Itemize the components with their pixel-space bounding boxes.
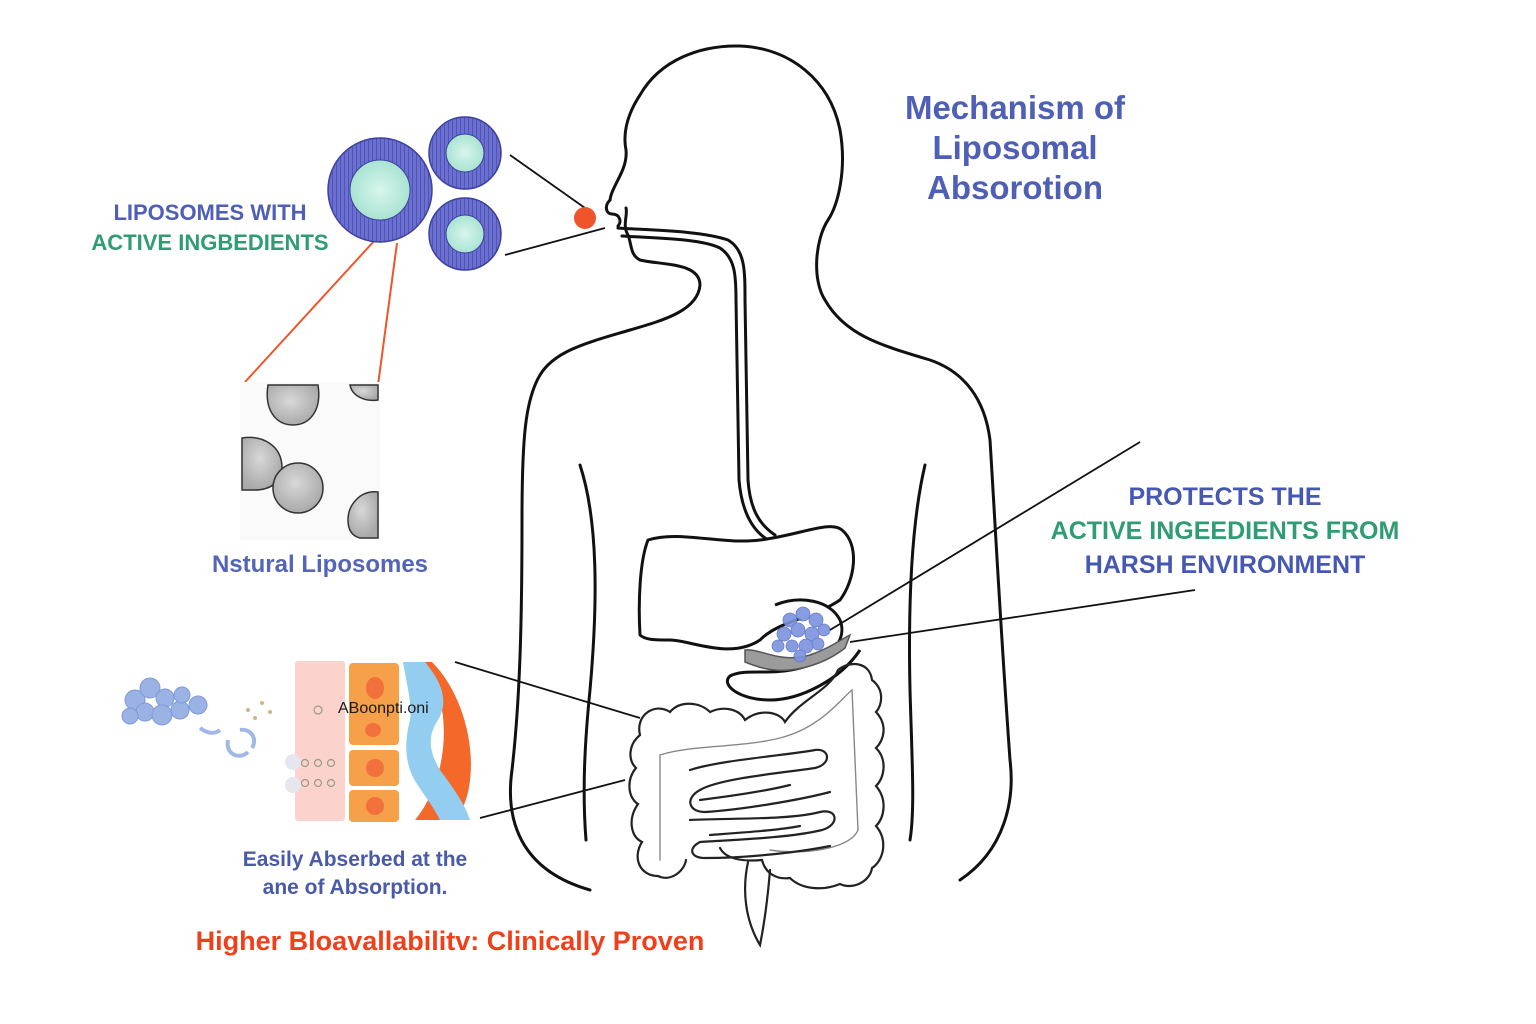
absorbed-label: Easily Abserbed at the ane of Absorption… [190, 846, 520, 902]
liposomes-label: LIPOSOMES WITH ACTIVE INGBEDIENTS [60, 198, 360, 258]
small-intestine-loop1 [688, 748, 832, 814]
mouth-outline [604, 198, 622, 228]
natural-liposomes-label: Nstural Liposomes [211, 551, 429, 578]
protects-line-2: ACTIVE INGEEDIENTS FROM [1050, 517, 1400, 545]
large-intestine-inner [659, 688, 859, 861]
absorption-panel-label: ABoonpti.oni [338, 700, 429, 717]
protects-line-1: PROTECTS THE [1128, 483, 1322, 511]
absorbed-line-2: ane of Absorption. [262, 876, 448, 899]
callout-protect-lower [849, 589, 1196, 643]
active-ingredients-text: ACTIVE INGBEDIENTS [91, 230, 329, 255]
torso-lower-right [958, 758, 1013, 882]
absorbed-line-1: Easily Abserbed at the [242, 848, 468, 871]
callout-to-mouth-lower [504, 227, 606, 256]
cell-block [349, 663, 399, 745]
duodenum [744, 633, 852, 672]
callout-to-mouth-upper [509, 154, 586, 209]
callout-absorb-lower [479, 779, 626, 819]
diagram-title: Mechanism of Liposomal Absorotion [860, 88, 1170, 208]
esophagus [616, 226, 777, 537]
liposome-icon [327, 137, 433, 243]
callout-protect-upper [829, 441, 1141, 631]
small-intestine-loop3 [698, 783, 802, 837]
appendix [744, 860, 772, 949]
large-intestine-outer [628, 662, 885, 890]
body-outline [510, 44, 1012, 772]
title-line-1: Mechanism of [904, 89, 1126, 126]
blood-vessel-red [415, 662, 471, 820]
liposome-cluster-icon [771, 606, 831, 663]
micrograph-icon [240, 382, 380, 540]
inner-arm-left [578, 463, 597, 842]
liposome-icon [428, 197, 502, 271]
bioavailability-label: Higher Bloavallabilitv: Clinically Prove… [195, 926, 705, 956]
liposomes-with-text: LIPOSOMES WITH [113, 200, 307, 225]
epithelium-layer [295, 661, 345, 821]
callout-absorb-upper [454, 661, 641, 719]
intestines-icon [628, 662, 885, 949]
protects-label: PROTECTS THE ACTIVE INGEEDIENTS FROM HAR… [1010, 480, 1440, 582]
protects-line-3: HARSH ENVIRONMENT [1084, 551, 1366, 579]
ingested-dose-dot [574, 207, 596, 229]
torso-lower-left [508, 768, 592, 892]
title-line-3: Absorotion [927, 169, 1103, 206]
intestinal-wall-icon [121, 661, 471, 822]
title-line-2: Liposomal [932, 129, 1098, 166]
lymph-vessel-blue [403, 662, 470, 820]
callout-lines [454, 154, 1196, 819]
inner-arm-right [908, 463, 927, 842]
human-body-icon [508, 44, 1013, 892]
callout-lines-orange [244, 239, 398, 386]
liposome-icon [428, 116, 502, 190]
small-intestine-loop2 [688, 810, 836, 860]
stomach-icon [637, 525, 862, 702]
scattered-liposomes [121, 677, 208, 726]
